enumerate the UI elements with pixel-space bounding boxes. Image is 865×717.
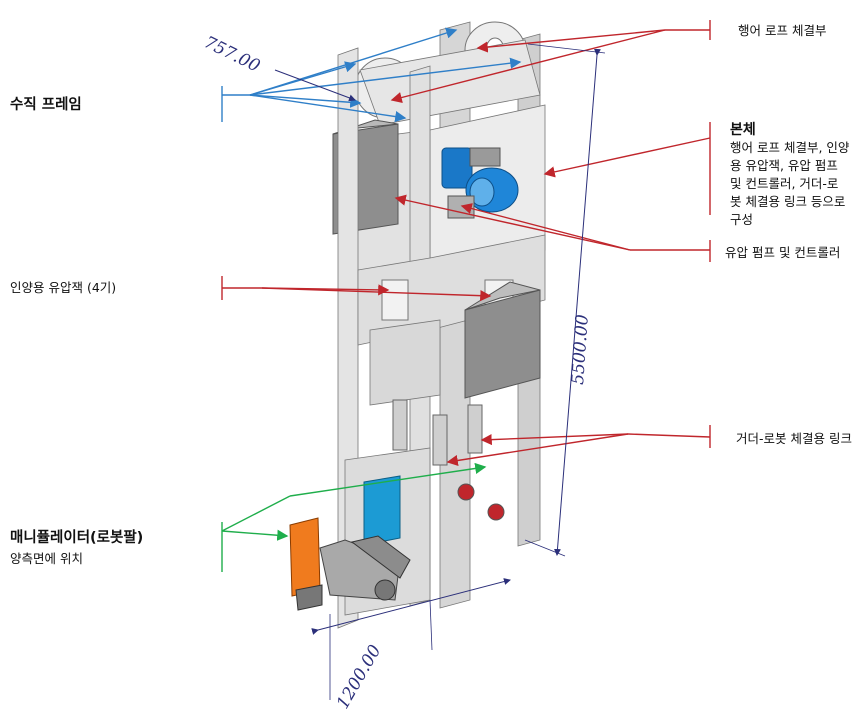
label-pump: 유압 펌프 및 컨트롤러 xyxy=(725,245,841,260)
label-hanger-rope: 행어 로프 체결부 xyxy=(738,23,827,38)
dimension-depth: 757.00 xyxy=(201,33,263,77)
label-body-desc-4: 봇 체결용 링크 등으로 xyxy=(730,194,846,209)
dimension-height: 5500.00 xyxy=(568,314,593,386)
label-body-desc-3: 및 컨트롤러, 거더-로 xyxy=(730,176,839,191)
label-hydraulic-jack: 인양용 유압잭 (4기) xyxy=(10,280,117,295)
dimension-width: 1200.00 xyxy=(333,641,386,712)
label-link: 거더-로봇 체결용 링크 xyxy=(736,431,852,446)
label-body: 본체 행어 로프 체결부, 인양 용 유압잭, 유압 펌프 및 컨트롤러, 거더… xyxy=(730,121,849,229)
dimension-lines xyxy=(274,43,606,700)
label-body-title: 본체 xyxy=(730,122,756,138)
label-body-desc-1: 행어 로프 체결부, 인양 xyxy=(730,140,850,155)
leader-lines xyxy=(221,20,711,572)
label-vertical-frame: 수직 프레임 xyxy=(10,97,82,113)
label-body-desc-5: 구성 xyxy=(730,212,754,227)
label-body-desc-2: 용 유압잭, 유압 펌프 xyxy=(730,158,838,173)
lifting-robot-illustration xyxy=(289,21,546,629)
label-manipulator: 매니퓰레이터(로봇팔) xyxy=(10,530,144,546)
label-manipulator-sub: 양측면에 위치 xyxy=(10,551,83,566)
